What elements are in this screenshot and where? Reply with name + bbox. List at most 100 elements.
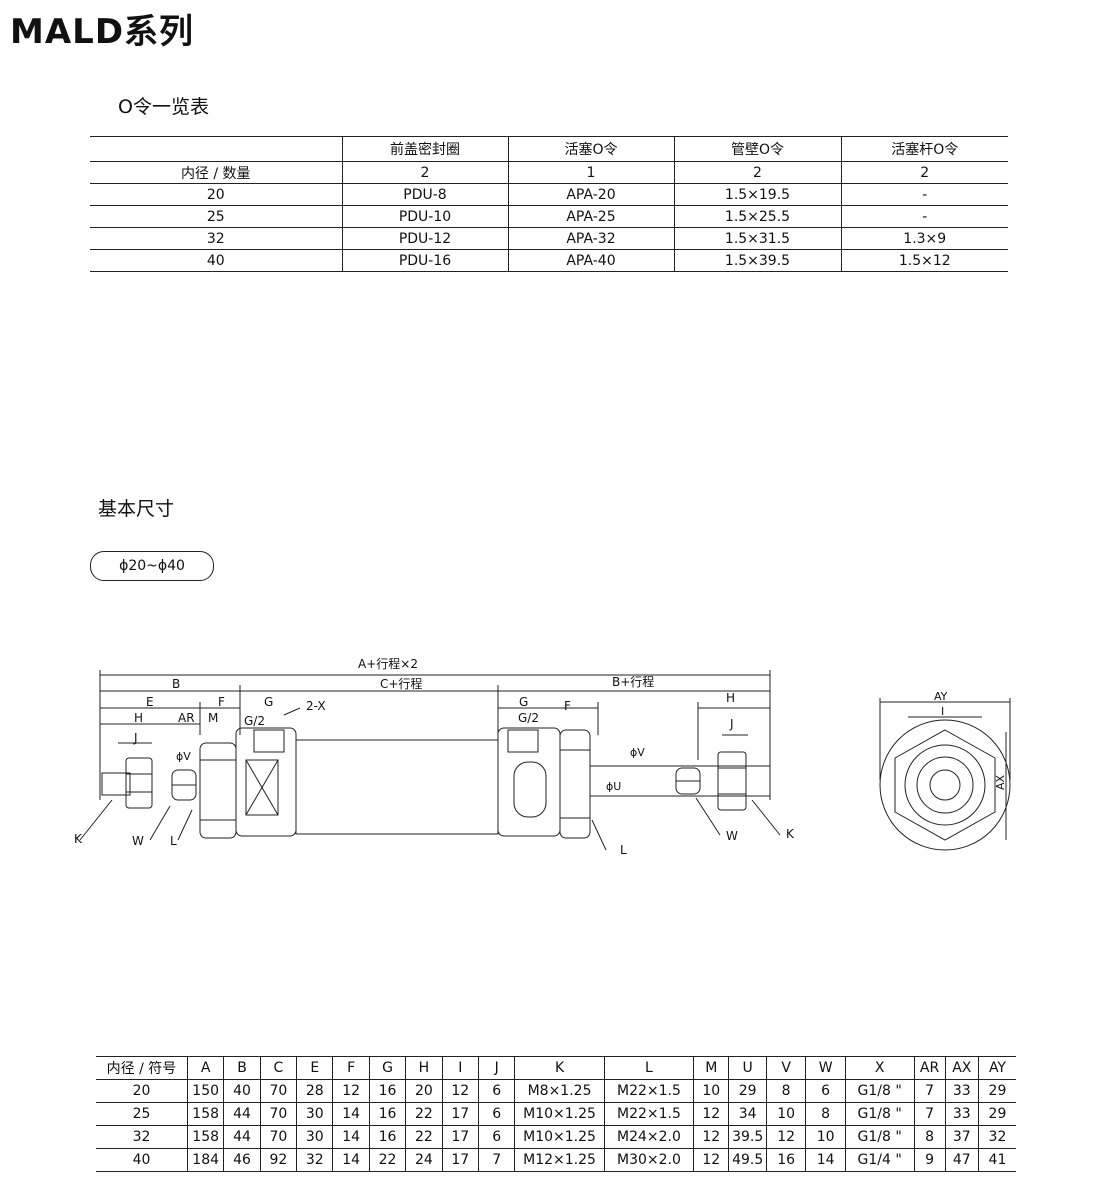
- dim-cell: 20: [96, 1079, 188, 1103]
- dimension-table: 内径 / 符号 A B C E F G H I J K L M U V W X …: [96, 1056, 1016, 1172]
- oring-table: 前盖密封圈 活塞O令 管壁O令 活塞杆O令 内径 / 数量 2 1 2 2 20…: [90, 136, 1008, 272]
- dim-label-b: B: [172, 677, 180, 691]
- dim-label-ax: AX: [994, 774, 1007, 790]
- dim-cell: 8: [805, 1102, 846, 1126]
- dim-col-header: J: [477, 1056, 516, 1080]
- dim-cell: 49.5: [728, 1148, 767, 1172]
- dim-cell: 44: [223, 1125, 261, 1149]
- oring-cell: 1.5×39.5: [673, 249, 841, 272]
- dim-cell: 14: [332, 1148, 370, 1172]
- dim-cell: G1/4 ": [844, 1148, 915, 1172]
- dim-label-g-half: G/2: [518, 711, 539, 725]
- oring-cell: 1.5×25.5: [673, 205, 841, 228]
- oring-cell: 1.5×19.5: [673, 183, 841, 206]
- oring-cell: -: [840, 205, 1008, 228]
- dim-label-phi-v: ϕV: [630, 746, 645, 759]
- dim-cell: 7: [477, 1148, 516, 1172]
- dim-col-header: K: [514, 1056, 605, 1080]
- table-row: 32 PDU-12 APA-32 1.5×31.5 1.3×9: [90, 227, 1008, 250]
- dim-cell: 30: [296, 1125, 334, 1149]
- dim-cell: 22: [405, 1102, 443, 1126]
- dim-cell: 29: [977, 1102, 1016, 1126]
- dim-cell: M22×1.5: [603, 1102, 695, 1126]
- dim-cell: 33: [944, 1079, 979, 1103]
- table-row: 40 PDU-16 APA-40 1.5×39.5 1.5×12: [90, 249, 1008, 272]
- dim-cell: 14: [332, 1125, 370, 1149]
- dim-label-a-stroke: A+行程×2: [358, 656, 418, 671]
- dim-label-phi-u: ϕU: [606, 780, 621, 793]
- dim-label-m: M: [208, 711, 218, 725]
- oring-qty-cell: 2: [840, 161, 1008, 184]
- dim-col-header: A: [186, 1056, 225, 1080]
- oring-qty-cell: 2: [341, 161, 508, 184]
- oring-cell: APA-40: [507, 249, 674, 272]
- cylinder-drawing: A+行程×2 B C+行程 B+行程 E F G 2-X H AR M G/2 …: [74, 656, 1011, 857]
- dim-label-b-stroke: B+行程: [612, 674, 654, 689]
- dim-cell: 12: [693, 1148, 730, 1172]
- dim-cell: G1/8 ": [844, 1125, 915, 1149]
- dim-col-header: AX: [944, 1056, 979, 1080]
- dim-cell: 14: [332, 1102, 370, 1126]
- dim-cell: 16: [368, 1125, 407, 1149]
- dim-cell: 40: [223, 1079, 261, 1103]
- dim-cell: 34: [728, 1102, 767, 1126]
- dim-col-header: L: [603, 1056, 695, 1080]
- dim-cell: M10×1.25: [514, 1125, 605, 1149]
- dim-cell: 158: [186, 1125, 225, 1149]
- dim-label-l: L: [620, 843, 627, 857]
- dim-cell: 16: [368, 1079, 407, 1103]
- dim-cell: 10: [805, 1125, 846, 1149]
- dim-cell: 46: [223, 1148, 261, 1172]
- dim-cell: M10×1.25: [514, 1102, 605, 1126]
- dim-cell: 12: [332, 1079, 370, 1103]
- dim-cell: 6: [805, 1079, 846, 1103]
- dim-cell: 44: [223, 1102, 261, 1126]
- dim-col-header: U: [728, 1056, 767, 1080]
- dim-col-header: B: [223, 1056, 261, 1080]
- dim-cell: 17: [441, 1125, 479, 1149]
- dim-col-header: G: [368, 1056, 407, 1080]
- dim-cell: M24×2.0: [603, 1125, 695, 1149]
- oring-cell: APA-32: [507, 227, 674, 250]
- oring-bore-cell: 32: [90, 227, 342, 250]
- oring-col-header: 活塞O令: [507, 136, 674, 162]
- dim-cell: 32: [96, 1125, 188, 1149]
- oring-qty-label: 内径 / 数量: [90, 161, 342, 184]
- oring-cell: 1.5×31.5: [673, 227, 841, 250]
- dim-cell: 12: [765, 1125, 807, 1149]
- dim-label-j: J: [133, 731, 138, 745]
- oring-qty-cell: 1: [507, 161, 674, 184]
- oring-qty-cell: 2: [673, 161, 841, 184]
- dim-cell: 29: [728, 1079, 767, 1103]
- table-row: 32 158 44 70 30 14 16 22 17 6 M10×1.25 M…: [96, 1125, 1016, 1149]
- page-title: MALD系列: [10, 12, 195, 52]
- dim-label-g: G: [519, 695, 528, 709]
- dim-cell: 20: [405, 1079, 443, 1103]
- oring-cell: PDU-10: [341, 205, 508, 228]
- oring-cell: PDU-12: [341, 227, 508, 250]
- dim-cell: 24: [405, 1148, 443, 1172]
- oring-cell: APA-20: [507, 183, 674, 206]
- dim-col-header: V: [765, 1056, 807, 1080]
- table-row: 25 158 44 70 30 14 16 22 17 6 M10×1.25 M…: [96, 1102, 1016, 1126]
- dim-cell: 33: [944, 1102, 979, 1126]
- bore-range-badge: ϕ20~ϕ40: [90, 551, 214, 581]
- dim-cell: 16: [368, 1102, 407, 1126]
- oring-bore-cell: 20: [90, 183, 342, 206]
- dim-cell: 9: [913, 1148, 946, 1172]
- table-row: 20 150 40 70 28 12 16 20 12 6 M8×1.25 M2…: [96, 1079, 1016, 1103]
- dim-cell: 6: [477, 1125, 516, 1149]
- dim-cell: 30: [296, 1102, 334, 1126]
- dim-cell: 6: [477, 1102, 516, 1126]
- table-row: 20 PDU-8 APA-20 1.5×19.5 -: [90, 183, 1008, 206]
- dim-label-c-stroke: C+行程: [380, 676, 422, 691]
- dim-cell: 158: [186, 1102, 225, 1126]
- dim-cell: M30×2.0: [603, 1148, 695, 1172]
- dim-cell: 70: [259, 1079, 298, 1103]
- dim-cell: M8×1.25: [514, 1079, 605, 1103]
- dim-label-l: L: [170, 834, 177, 848]
- oring-header-blank: [90, 136, 342, 162]
- dim-col-header: I: [441, 1056, 479, 1080]
- dim-label-f: F: [218, 695, 225, 709]
- dim-label-phi-v: ϕV: [176, 750, 191, 763]
